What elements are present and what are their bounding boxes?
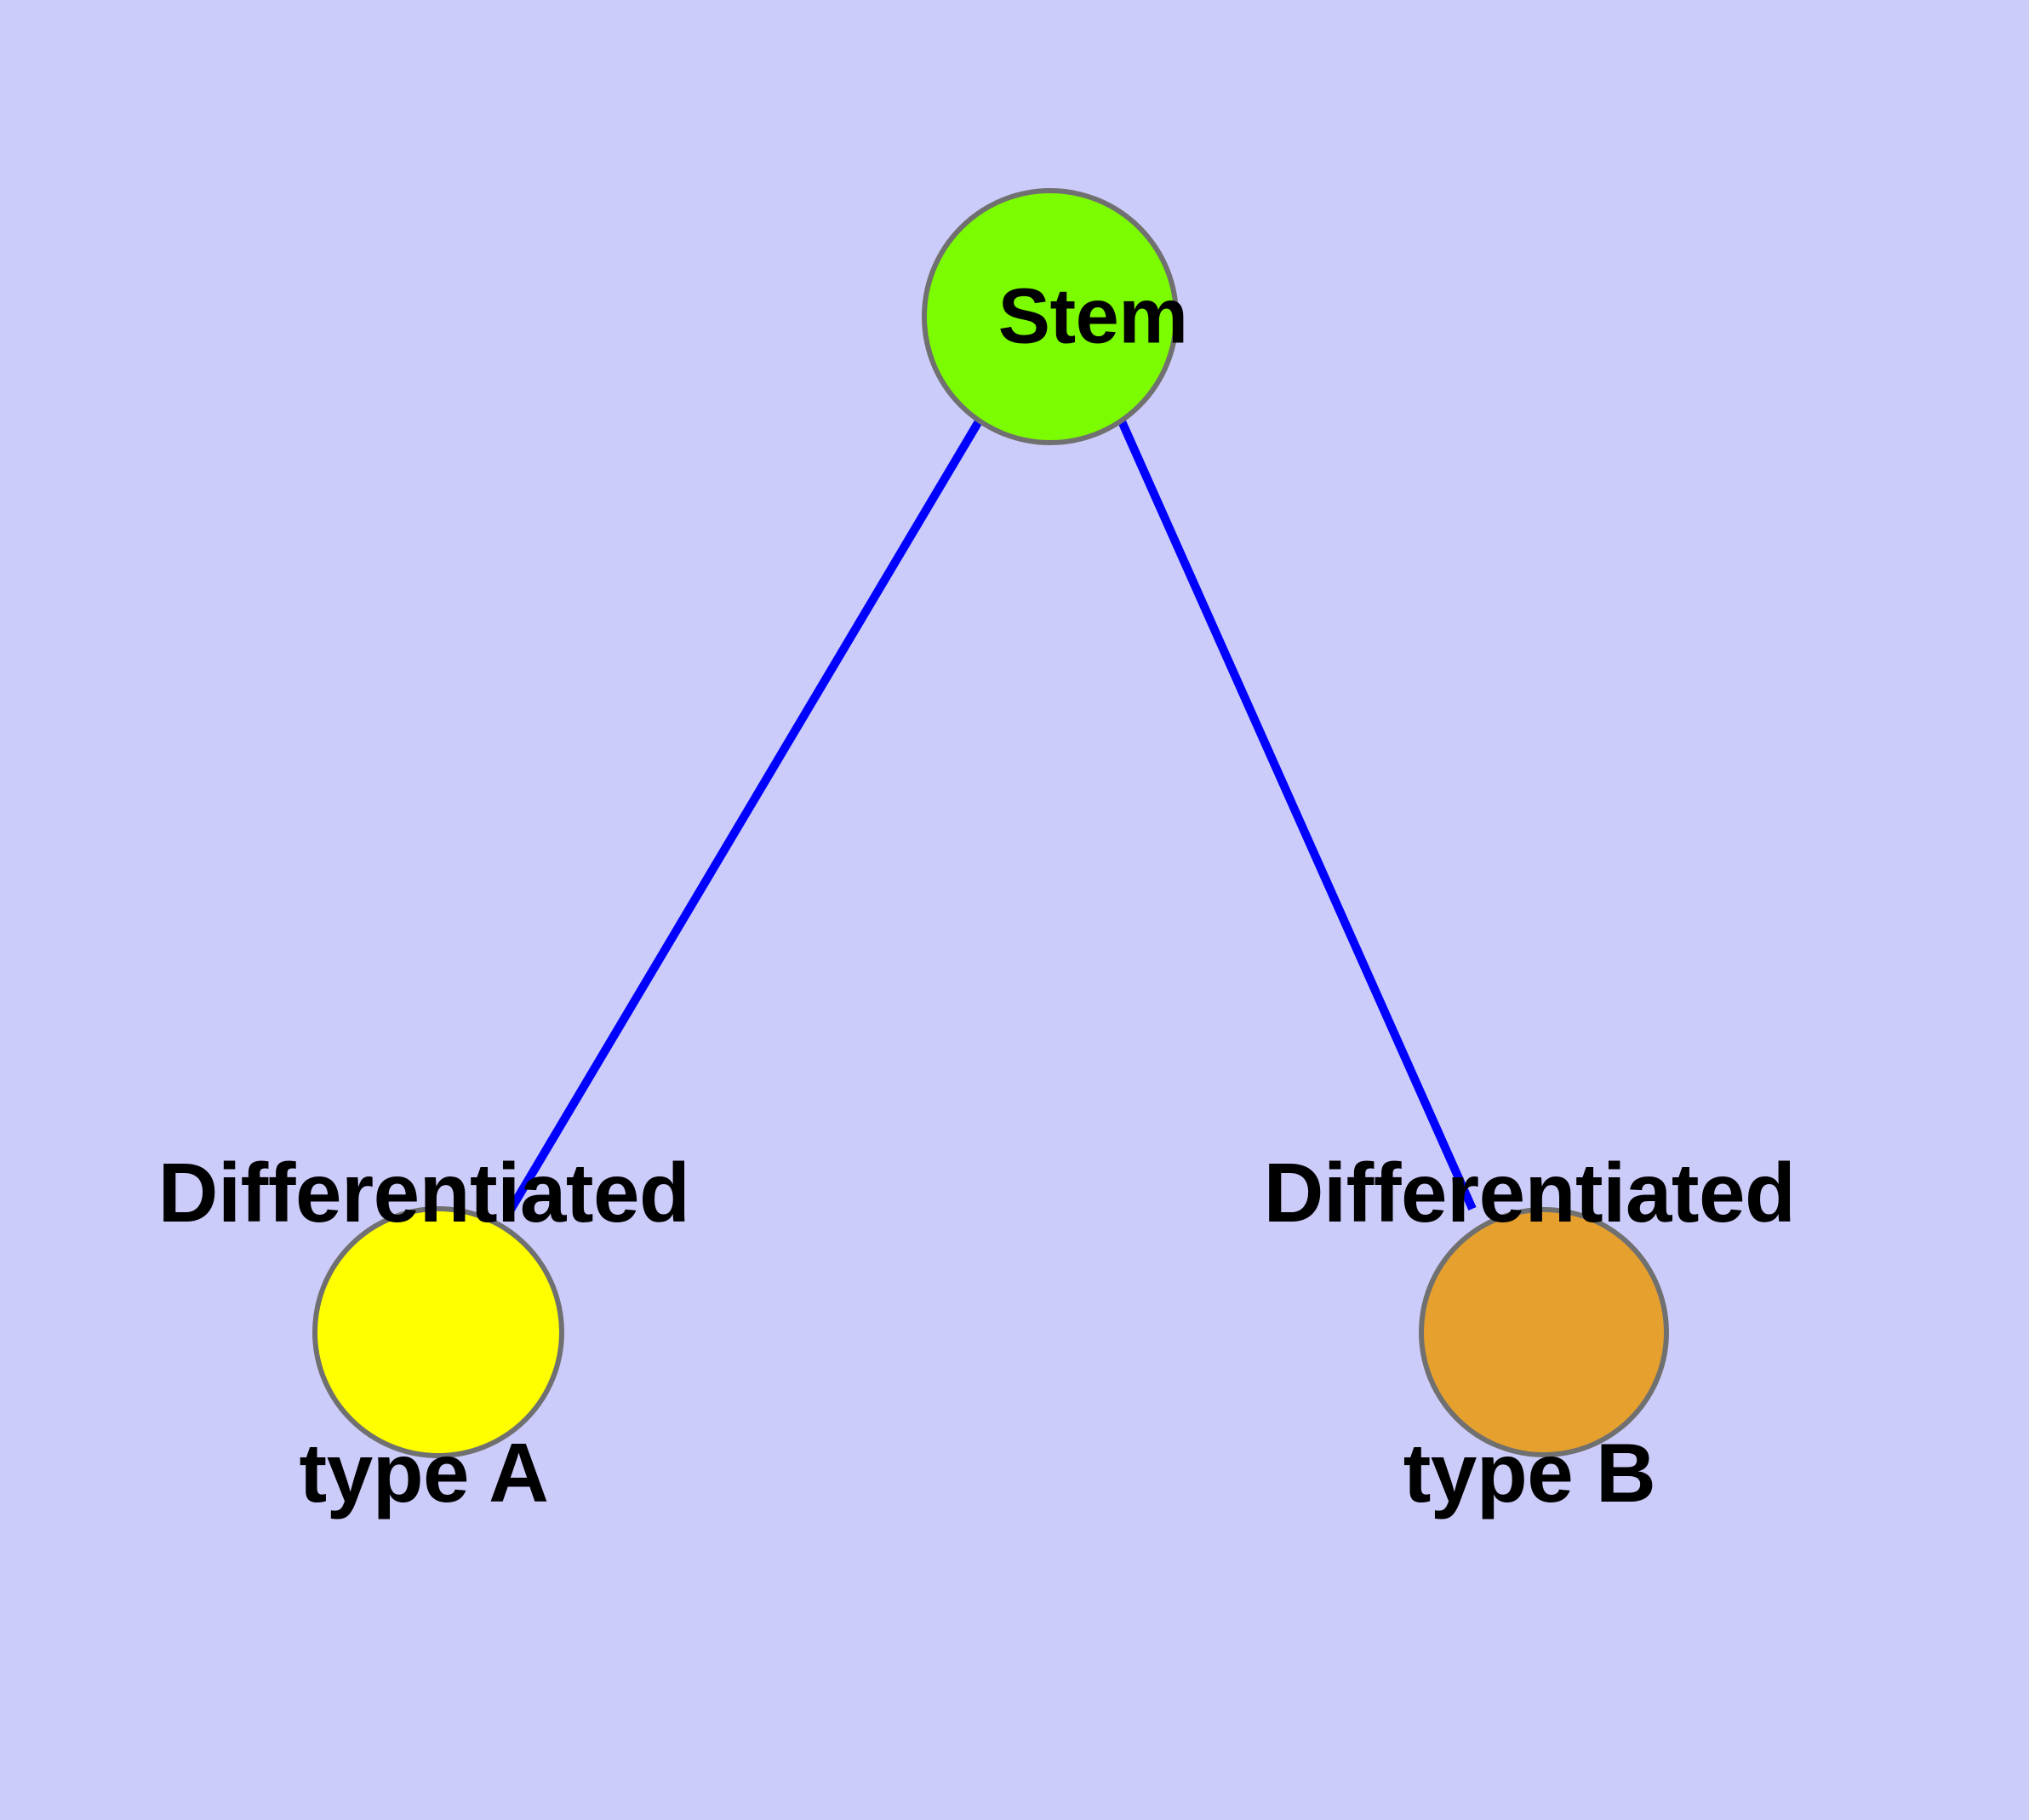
node-differentiated-type-a-circle[interactable] bbox=[312, 1206, 564, 1458]
node-differentiated-type-b-circle[interactable] bbox=[1419, 1207, 1669, 1457]
node-layer bbox=[312, 188, 1669, 1458]
node-stem-circle[interactable] bbox=[922, 188, 1179, 445]
edge-layer bbox=[506, 419, 1477, 1212]
edge-stem-to-differentiated-type-a[interactable] bbox=[506, 419, 983, 1212]
edge-stem-to-differentiated-type-b[interactable] bbox=[1117, 419, 1477, 1211]
